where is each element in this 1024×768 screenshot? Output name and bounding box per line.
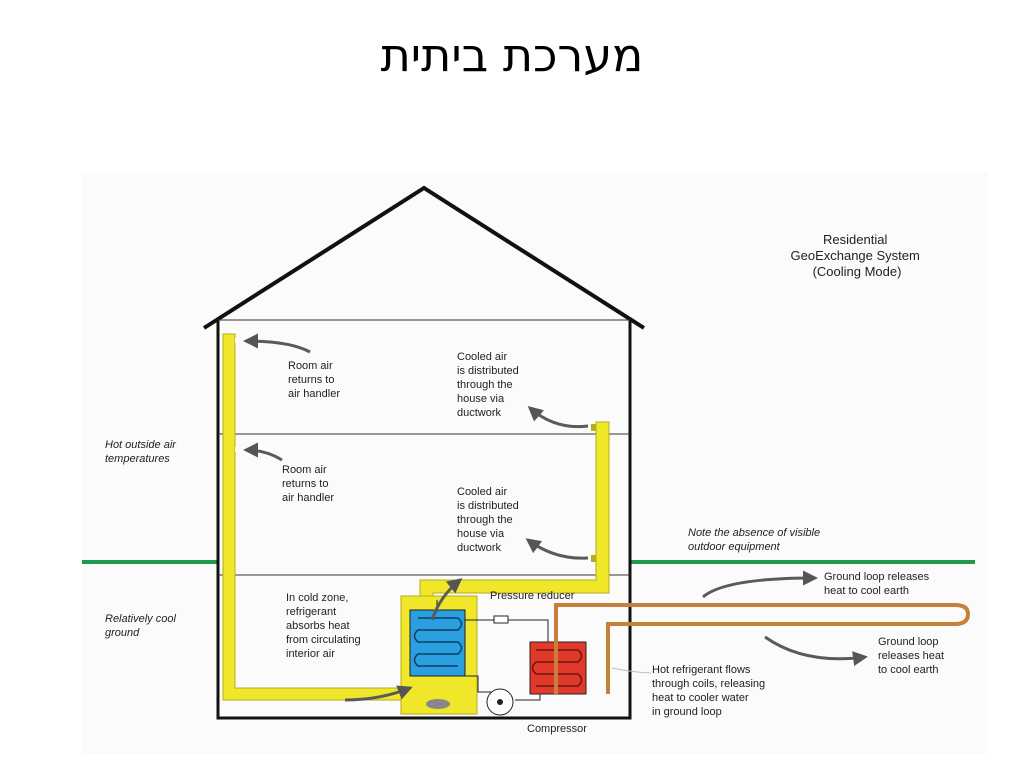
arrow-ground-upper (702, 570, 818, 599)
cold-coil (409, 609, 466, 677)
label-hot-refrigerant: Hot refrigerant flows through coils, rel… (652, 664, 768, 718)
house-roof (202, 185, 646, 330)
system-title: Residential GeoExchange System (Cooling … (791, 232, 924, 279)
label-cold-zone: In cold zone, refrigerant absorbs heat f… (286, 592, 364, 660)
label-hot-outside: Hot outside air temperatures (105, 439, 179, 465)
hot-coil-tubes (531, 649, 583, 687)
refrigerant-line-bottom (515, 694, 541, 701)
return-vent-upper (235, 338, 238, 343)
label-compressor: Compressor (527, 723, 587, 735)
label-note-absence: Note the absence of visible outdoor equi… (688, 527, 823, 553)
label-pressure-reducer: Pressure reducer (490, 590, 575, 602)
refrigerant-line-left (465, 675, 500, 693)
arrow-cooled-lower (525, 538, 589, 560)
ground-loop (554, 603, 971, 694)
arrow-air-up (430, 578, 463, 621)
arrow-return-upper (243, 333, 311, 354)
cold-coil-tubes (413, 617, 463, 667)
arrow-return-lower (243, 442, 283, 462)
fan-icon (426, 699, 450, 709)
supply-vent-lower (591, 555, 596, 562)
label-cooled-air-upper: Cooled air is distributed through the ho… (457, 351, 522, 419)
leader-hot-refrigerant (611, 667, 652, 674)
compressor-hub (497, 699, 503, 705)
slide-title: מערכת ביתית (380, 28, 644, 82)
label-ground-loop-lower: Ground loop releases heat to cool earth (878, 636, 947, 676)
label-room-air-lower: Room air returns to air handler (282, 464, 334, 504)
house-walls (216, 320, 632, 720)
return-vent-lower (235, 447, 238, 452)
arrow-ground-lower (764, 635, 868, 667)
label-room-air-upper: Room air returns to air handler (288, 360, 340, 400)
arrow-air-in (344, 685, 413, 702)
label-cool-ground: Relatively cool ground (105, 613, 179, 639)
pressure-reducer-valve (493, 615, 509, 624)
supply-vent-upper (591, 424, 596, 431)
arrow-cooled-upper (527, 406, 589, 429)
label-ground-loop-upper: Ground loop releases heat to cool earth (824, 571, 932, 597)
label-cooled-air-lower: Cooled air is distributed through the ho… (457, 486, 522, 554)
refrigerant-line-top (465, 619, 549, 642)
